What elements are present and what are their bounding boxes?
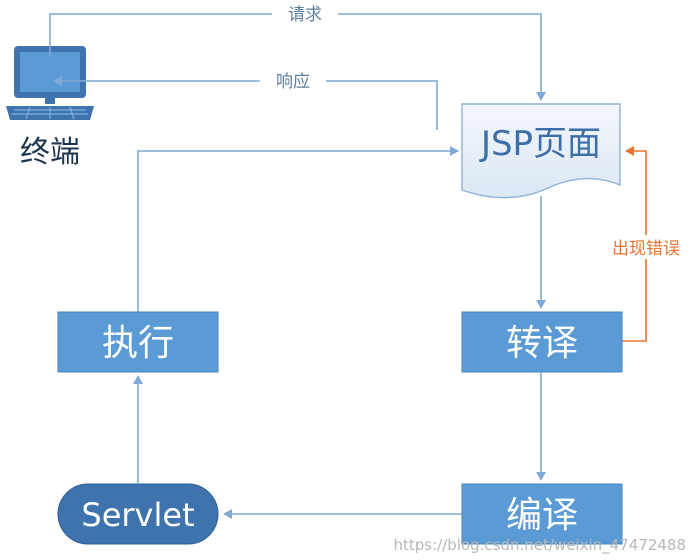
jsp-page-node: JSP页面 [461, 103, 621, 199]
error-label: 出现错误 [612, 239, 680, 259]
translate-node: 转译 [461, 311, 623, 373]
response-arrow [53, 76, 438, 130]
servlet-label: Servlet [81, 496, 194, 534]
translate-label: 转译 [506, 323, 578, 364]
compile-node: 编译 [461, 483, 623, 545]
servlet-node: Servlet [57, 483, 219, 545]
jsp-page-label: JSP页面 [479, 124, 601, 164]
response-label: 响应 [276, 72, 310, 92]
execute-to-jsp-arrow [137, 146, 459, 312]
watermark-text: https://blog.csdn.net/weixin_47472488 [393, 536, 686, 555]
computer-icon [6, 46, 94, 120]
request-label: 请求 [288, 5, 322, 25]
execute-node: 执行 [57, 311, 219, 373]
terminal-label: 终端 [20, 135, 80, 170]
execute-label: 执行 [102, 323, 174, 364]
compile-label: 编译 [506, 495, 578, 536]
